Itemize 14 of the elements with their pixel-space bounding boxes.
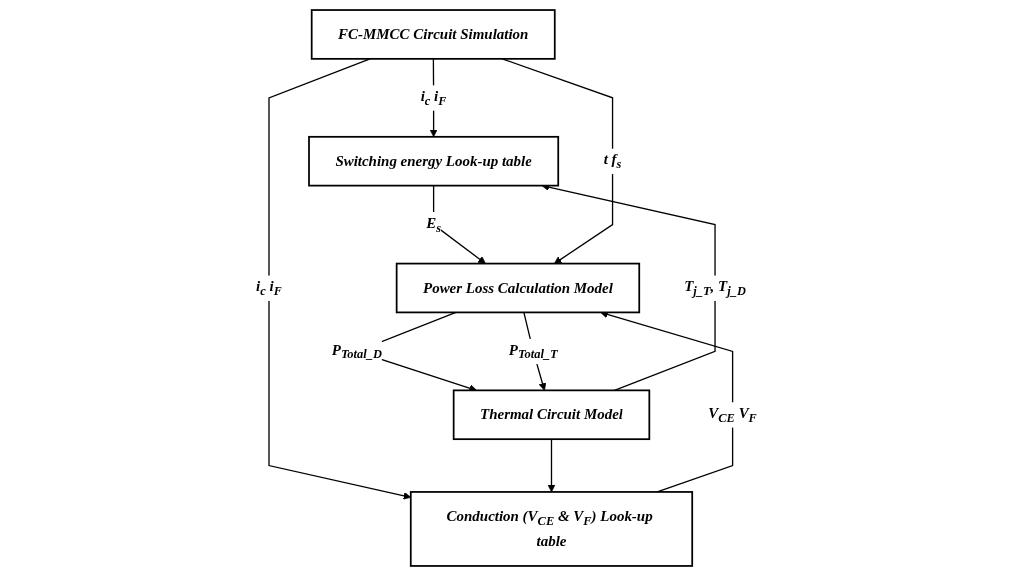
- edge-label: E$_{s}$: [426, 214, 442, 235]
- node-box: Thermal Circuit Model: [452, 389, 651, 441]
- edge-label: V$_{CE}$ V$_{F}$: [708, 404, 757, 425]
- edge-label: i$_{c}$ i$_{F}$: [420, 87, 447, 108]
- arrow: [547, 438, 556, 493]
- edge-label: P$_{Total_T}$: [508, 341, 558, 362]
- node-box: Power Loss Calculation Model: [395, 262, 641, 314]
- edge-label: i$_{c}$ i$_{F}$: [256, 278, 282, 298]
- edge-label: t f$_{s}$: [603, 151, 622, 171]
- node-box: FC-MMCC Circuit Simulation: [310, 9, 556, 60]
- node-box: Switching energy Look-up table: [308, 135, 560, 187]
- node-box: Conduction (V$_{CE}$ & V$_{F}$) Look-up table: [409, 491, 694, 567]
- edge-label: P$_{Total_D}$: [331, 341, 382, 362]
- edge-label: T$_{j_T}$, T$_{j_D}$: [684, 278, 746, 298]
